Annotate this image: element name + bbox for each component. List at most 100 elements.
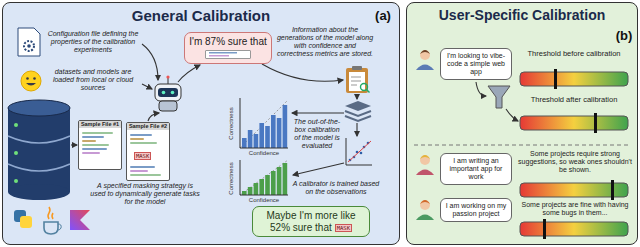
config-file-icon	[18, 28, 40, 56]
file-title: Sample File #2	[127, 123, 169, 130]
database-icon	[8, 100, 70, 200]
layer-stack-icon-part	[345, 101, 371, 111]
code-lines: MASK	[127, 130, 169, 180]
hugging-face-icon	[21, 71, 41, 91]
code-line	[130, 138, 144, 140]
calibrated-chart-part	[254, 183, 259, 195]
flow-arrow-part	[148, 113, 159, 121]
panel: User-Specific CalibrationI'm looking to …	[406, 2, 638, 245]
config-file-icon-part	[27, 44, 31, 48]
threshold-label: Threshold after calibration	[520, 96, 628, 105]
panel-title: General Calibration	[3, 7, 399, 24]
flow-arrow-part	[262, 64, 343, 81]
language-logos-part	[20, 216, 32, 228]
calibrated-chart-part	[240, 160, 288, 195]
database-icon-part	[8, 108, 70, 192]
person-icon-part	[416, 65, 434, 71]
panel-tag: (a)	[370, 8, 396, 23]
code-line	[130, 142, 157, 144]
person-icon-part	[420, 50, 430, 60]
reliability-chart-part	[277, 118, 282, 148]
calibrated-chart-part	[242, 191, 247, 195]
config-file-icon-part	[24, 41, 34, 51]
clipboard-icon	[346, 66, 370, 93]
hugging-face-icon-part	[33, 77, 36, 80]
person-icon	[416, 50, 434, 220]
robot-icon-part	[155, 84, 181, 101]
layer-stack-icon	[345, 101, 371, 121]
code-file-window: Sample File #1	[78, 120, 122, 170]
reliability-chart-part	[271, 115, 276, 148]
scatter-icon-part	[346, 138, 372, 165]
hugging-face-icon-part	[21, 71, 41, 91]
speech-bubble: I'm 87% sure that	[184, 32, 272, 64]
flow-arrow-part	[356, 123, 357, 136]
file-title: Sample File #1	[79, 121, 121, 128]
database-icon-part	[14, 179, 18, 183]
code-line	[82, 152, 100, 154]
annotation-note: A calibrator is trained based on the obs…	[292, 180, 380, 196]
database-icon-part	[8, 164, 70, 171]
code-line	[130, 166, 155, 168]
clipboard-icon-part	[346, 68, 368, 93]
code-snippet	[205, 50, 251, 59]
flow-arrow-part	[142, 44, 158, 80]
hugging-face-icon-part	[26, 77, 29, 80]
reliability-chart	[240, 98, 288, 148]
annotation-note: Some projects are fine with having some …	[518, 201, 632, 217]
flow-arrow-part	[71, 144, 77, 145]
threshold-bar-part	[520, 72, 628, 86]
panel-title: User-Specific Calibration	[407, 7, 637, 23]
annotation-note: A specified masking strategy is used to …	[90, 182, 200, 206]
annotation-note: The out-of-the-box calibration of the mo…	[292, 118, 342, 150]
code-line	[130, 134, 152, 136]
hugging-face-icon-part	[26, 83, 36, 86]
chat-text: I am writing an important app for work	[444, 157, 508, 181]
flow-arrow-part	[178, 65, 200, 82]
panel-fill	[3, 3, 638, 245]
filter-funnel-icon-part	[488, 86, 510, 108]
database-icon-part	[8, 100, 70, 116]
code-lines	[79, 128, 121, 158]
dashed-separator	[414, 145, 630, 146]
database-icon-part	[14, 123, 18, 127]
threshold-bar-part	[554, 69, 557, 89]
chat-bubble: I am writing an important app for work	[440, 153, 512, 185]
robot-icon-part	[168, 78, 169, 84]
config-file-icon-part	[18, 28, 40, 56]
clipboard-icon-part	[361, 84, 368, 91]
threshold-bar-part	[520, 116, 628, 130]
clipboard-icon-part	[351, 77, 361, 85]
reliability-chart-part	[265, 126, 270, 148]
scatter-icon-part	[360, 152, 363, 155]
calibrated-chart-part	[277, 167, 282, 195]
language-logos-part	[58, 224, 61, 230]
calibrated-chart-part	[259, 179, 264, 195]
calibrated-chart-part	[271, 171, 276, 195]
code-line	[130, 174, 161, 176]
layer-stack-icon-part	[345, 111, 371, 116]
axis-label: Confidence	[240, 150, 288, 157]
robot-icon	[155, 75, 181, 111]
database-icon-part	[8, 184, 70, 200]
language-logos-part	[48, 207, 50, 219]
code-line	[82, 132, 113, 134]
flow-arrow-part	[476, 82, 486, 96]
person-icon-part	[416, 215, 434, 221]
person-icon-part	[420, 50, 430, 54]
language-logos-part	[52, 213, 53, 219]
language-logos	[14, 207, 90, 234]
filter-funnel-icon	[488, 86, 510, 108]
reliability-chart-part	[240, 98, 288, 148]
chat-text: I am working on my passion project	[444, 202, 508, 218]
calibrated-chart	[240, 160, 288, 195]
clipboard-icon-part	[352, 66, 362, 70]
bubble-text: I'm 87% sure that	[189, 36, 267, 48]
reliability-chart-part	[248, 130, 253, 148]
language-logos-part	[70, 210, 90, 230]
person-icon-part	[420, 200, 430, 204]
flow-arrow-part	[506, 109, 518, 121]
robot-icon-part	[159, 101, 177, 111]
code-line	[82, 136, 104, 138]
reliability-chart-part	[254, 134, 259, 148]
